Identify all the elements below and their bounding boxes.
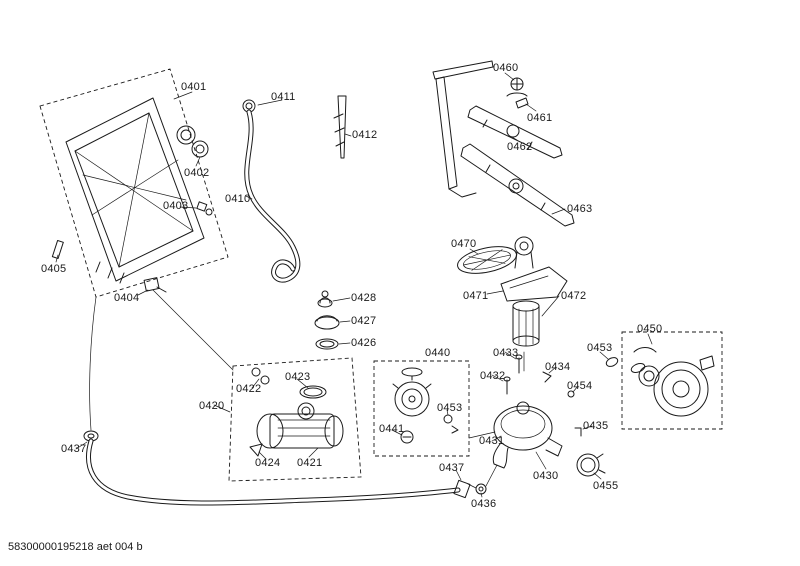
parts-caps [314, 290, 351, 350]
part-label-0430: 0430 [533, 470, 559, 482]
assembly-filter [457, 236, 568, 347]
part-label-0422: 0422 [236, 383, 262, 395]
part-label-0423: 0423 [285, 371, 311, 383]
part-label-0432: 0432 [480, 370, 506, 382]
assembly-heater [213, 357, 362, 482]
part-0412 [333, 95, 352, 159]
part-label-0460: 0460 [493, 62, 519, 74]
reference-lines [89, 289, 525, 439]
part-label-0463: 0463 [567, 203, 593, 215]
part-label-0450: 0450 [637, 323, 663, 335]
part-label-0453-inlet: 0453 [587, 342, 613, 354]
part-label-0426: 0426 [351, 337, 377, 349]
part-label-0402: 0402 [184, 167, 210, 179]
part-label-0421: 0421 [297, 457, 323, 469]
part-label-0403: 0403 [163, 200, 189, 212]
part-label-0401: 0401 [181, 81, 207, 93]
part-label-0424: 0424 [255, 457, 281, 469]
part-label-0404: 0404 [114, 292, 140, 304]
part-label-0428: 0428 [351, 292, 377, 304]
assembly-side-panel [39, 68, 229, 298]
part-label-0462: 0462 [507, 141, 533, 153]
assembly-spray-arms [432, 60, 575, 227]
part-label-0437-center: 0437 [439, 462, 465, 474]
part-label-0436: 0436 [471, 498, 497, 510]
part-label-0434: 0434 [545, 361, 571, 373]
assembly-sump [491, 351, 606, 480]
part-label-0431: 0431 [479, 435, 505, 447]
assembly-inlet-hose [242, 99, 301, 283]
part-label-0470: 0470 [451, 238, 477, 250]
part-label-0455: 0455 [593, 480, 619, 492]
document-code: 58300000195218 aet 004 b [8, 541, 143, 553]
assembly-drain-hose [75, 430, 498, 506]
part-label-0441: 0441 [379, 423, 405, 435]
assembly-drain-pump [373, 360, 470, 457]
part-label-0433: 0433 [493, 347, 519, 359]
part-label-0410: 0410 [225, 193, 251, 205]
part-label-0440: 0440 [425, 347, 451, 359]
part-label-0453-pump: 0453 [437, 402, 463, 414]
part-label-0412: 0412 [352, 129, 378, 141]
part-label-0405: 0405 [41, 263, 67, 275]
part-label-0437-left: 0437 [61, 443, 87, 455]
assembly-heat-pump [599, 331, 723, 430]
part-label-0454: 0454 [567, 380, 593, 392]
part-label-0420: 0420 [199, 400, 225, 412]
part-label-0427: 0427 [351, 315, 377, 327]
part-label-0472: 0472 [561, 290, 587, 302]
part-label-0435: 0435 [583, 420, 609, 432]
part-label-0461: 0461 [527, 112, 553, 124]
part-label-0471: 0471 [463, 290, 489, 302]
part-label-0411: 0411 [271, 91, 296, 103]
